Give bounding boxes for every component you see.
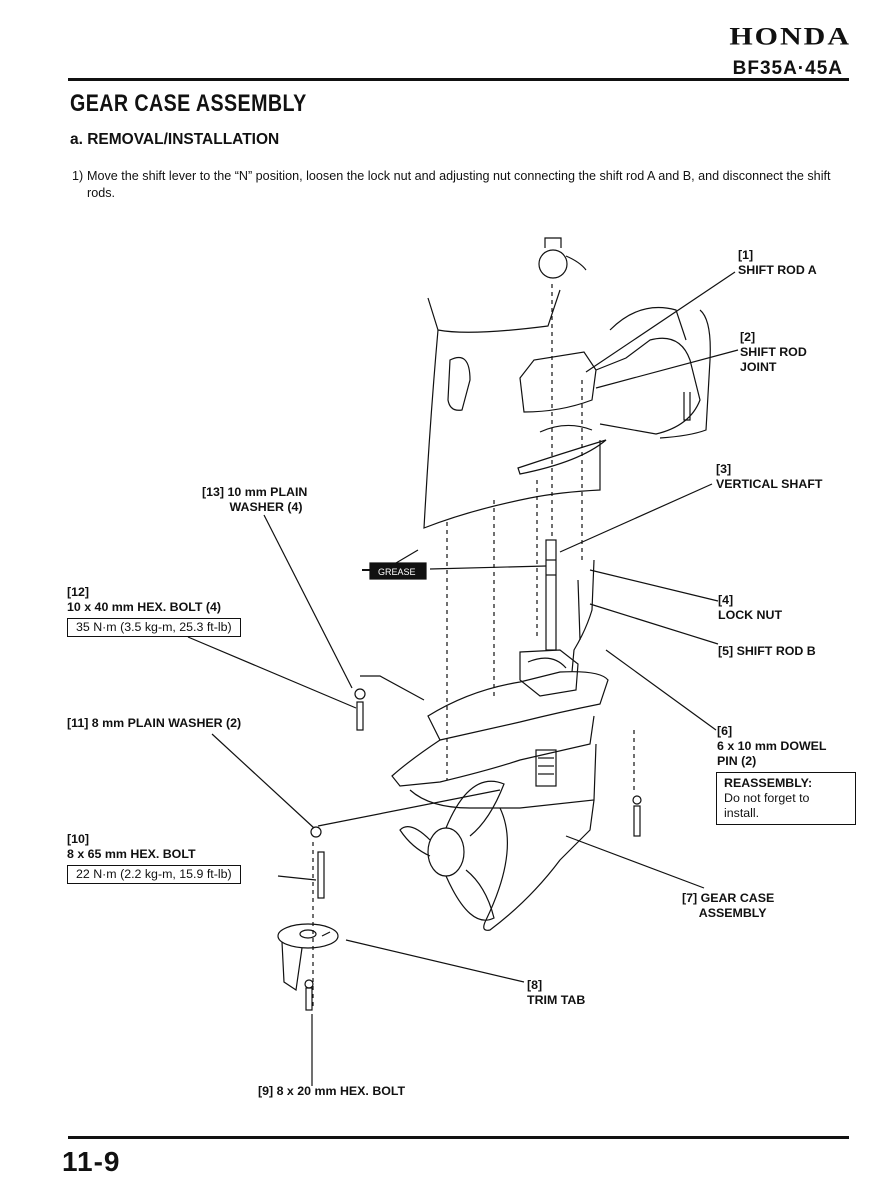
- brand-logo: HONDA: [729, 22, 851, 51]
- torque-spec-8x65: 22 N·m (2.2 kg-m, 15.9 ft-lb): [67, 865, 241, 884]
- label-shift-rod-b: [5] SHIFT ROD B: [718, 644, 816, 658]
- drive-gear-icon: [538, 249, 568, 279]
- header-rule: [68, 78, 849, 81]
- label-hex-bolt-10x40: [12] 10 x 40 mm HEX. BOLT (4): [67, 585, 222, 614]
- grease-label: GREASE: [378, 567, 416, 577]
- label-plain-washer-10: [13] 10 mm PLAIN WASHER (4): [202, 485, 308, 514]
- section-title: a. REMOVAL/INSTALLATION: [70, 131, 280, 148]
- footer-rule: [68, 1136, 849, 1139]
- gear-case-body: [427, 671, 609, 741]
- step-number: 1): [72, 169, 84, 183]
- reassembly-note: REASSEMBLY: Do not forget to install.: [716, 772, 856, 825]
- label-hex-bolt-8x20: [9] 8 x 20 mm HEX. BOLT: [258, 1084, 406, 1098]
- torque-spec-10x40: 35 N·m (3.5 kg-m, 25.3 ft-lb): [67, 618, 241, 637]
- shift-rod-b: [571, 559, 595, 673]
- label-plain-washer-8: [11] 8 mm PLAIN WASHER (2): [67, 716, 242, 730]
- step-text: Move the shift lever to the “N” position…: [87, 169, 831, 200]
- label-shift-rod-a: [1] SHIFT ROD A: [738, 248, 817, 277]
- trim-tab: [277, 923, 339, 949]
- reassembly-heading: REASSEMBLY:: [724, 776, 813, 790]
- page-number: 11-9: [62, 1146, 121, 1177]
- propeller-hub: [427, 827, 465, 877]
- vertical-shaft: [545, 539, 557, 651]
- label-gear-case-assembly: [7] GEAR CASE ASSEMBLY: [682, 891, 775, 920]
- step-1: 1) Move the shift lever to the “N” posit…: [72, 168, 852, 202]
- page-title: GEAR CASE ASSEMBLY: [70, 90, 307, 117]
- extension-case: [427, 289, 561, 333]
- label-trim-tab: [8] TRIM TAB: [527, 978, 586, 1007]
- label-vertical-shaft: [3] VERTICAL SHAFT: [716, 462, 823, 491]
- reassembly-text: Do not forget to install.: [724, 791, 810, 820]
- propeller-icon: [445, 780, 505, 837]
- label-shift-rod-joint: [2] SHIFT ROD JOINT: [740, 330, 807, 374]
- label-dowel-pin: [6] 6 x 10 mm DOWEL PIN (2): [717, 724, 827, 768]
- model-name: BF35A·45A: [732, 58, 843, 79]
- label-hex-bolt-8x65: [10] 8 x 65 mm HEX. BOLT: [67, 832, 196, 861]
- label-lock-nut: [4] LOCK NUT: [718, 593, 783, 622]
